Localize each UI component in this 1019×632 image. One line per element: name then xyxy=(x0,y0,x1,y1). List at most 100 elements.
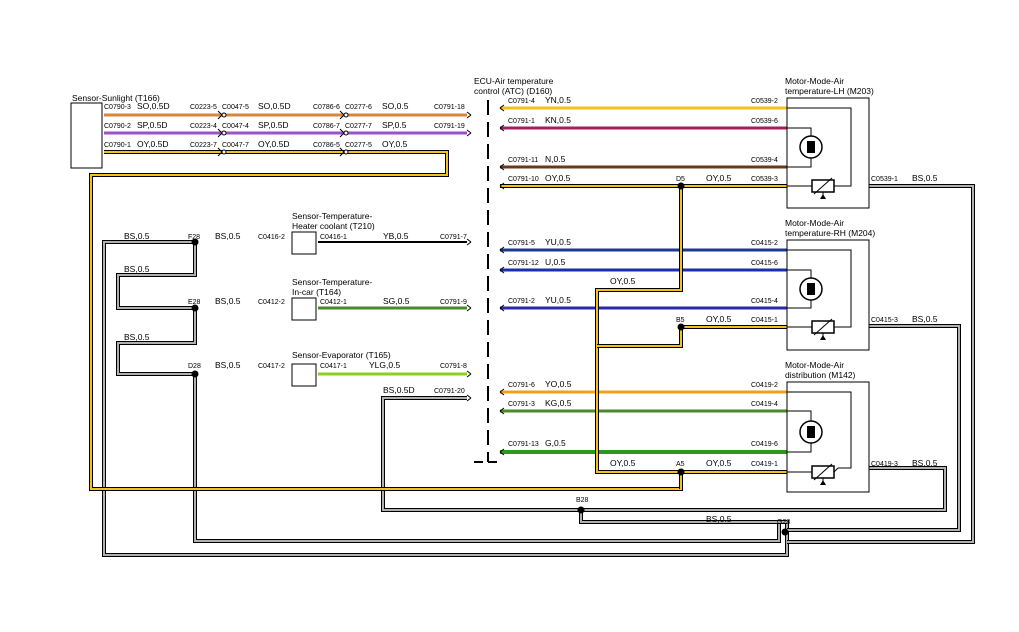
inline-connectors xyxy=(217,110,349,157)
motor-rh-label-2: temperature-RH (M204) xyxy=(785,228,875,238)
connector-label: C0790-2 xyxy=(104,123,131,130)
oy-feedback-network xyxy=(500,184,787,489)
splice-e28 xyxy=(191,304,199,312)
connector-label: C0277-5 xyxy=(345,142,372,149)
connector-label: C0791-19 xyxy=(434,123,465,130)
splice-label: E28 xyxy=(188,299,201,306)
connector-label: C0047-7 xyxy=(222,142,249,149)
connector-label: C0791-12 xyxy=(508,260,539,267)
wire-label: BS,0.5 xyxy=(215,231,241,241)
connector-label: C0786-5 xyxy=(313,142,340,149)
wire-label: SO,0.5 xyxy=(382,101,409,111)
connector-label: C0791-10 xyxy=(508,176,539,183)
motor-lh-label-2: temperature-LH (M203) xyxy=(785,86,874,96)
connector-label: C0223-4 xyxy=(190,123,217,130)
wire-label: BS,0.5 xyxy=(124,231,150,241)
connector-label: C0416-1 xyxy=(320,234,347,241)
wire-label: KN,0.5 xyxy=(545,115,571,125)
motor-distribution: Motor-Mode-Air distribution (M142) xyxy=(785,360,870,493)
wire-label: SO,0.5D xyxy=(137,101,170,111)
connector-label: C0790-1 xyxy=(104,142,131,149)
splice-d28 xyxy=(191,370,199,378)
wire-label: OY,0.5 xyxy=(706,173,732,183)
connector-label: C0791-9 xyxy=(440,299,467,306)
wire-label: BS,0.5D xyxy=(383,385,415,395)
connector-label: C0786-7 xyxy=(313,123,340,130)
wire-label: OY,0.5 xyxy=(610,458,636,468)
splice-label: A5 xyxy=(676,461,685,468)
connector-label: C0416-2 xyxy=(258,234,285,241)
connector-label: C0223-7 xyxy=(190,142,217,149)
wire-label: YB,0.5 xyxy=(383,231,409,241)
connector-label: C0277-7 xyxy=(345,123,372,130)
connector-label: C0539-2 xyxy=(751,98,778,105)
connector-label: C0791-11 xyxy=(508,157,538,164)
connector-label: C0417-1 xyxy=(320,363,347,370)
connector-label: C0419-2 xyxy=(751,382,778,389)
wire-label: SO,0.5D xyxy=(258,101,291,111)
wire-label: G,0.5 xyxy=(545,438,566,448)
motor-wires xyxy=(500,106,787,454)
connector-label: C0223-5 xyxy=(190,104,217,111)
wire-label: BS,0.5 xyxy=(706,514,732,524)
wire-label: BS,0.5 xyxy=(215,296,241,306)
in-car-sensor-box xyxy=(291,297,317,321)
connector-label: C0786-6 xyxy=(313,104,340,111)
splice-g28 xyxy=(781,528,789,536)
ecu-pin-ticks-left xyxy=(466,111,472,402)
wire-label: BS,0.5 xyxy=(124,264,150,274)
ground-wires xyxy=(102,184,975,557)
wire-label: OY,0.5 xyxy=(545,173,571,183)
connector-label: C0791-4 xyxy=(508,98,535,105)
connector-label: C0415-4 xyxy=(751,298,778,305)
wire-label: BS,0.5 xyxy=(124,332,150,342)
connector-label: C0791-2 xyxy=(508,298,535,305)
connector-label: C0419-6 xyxy=(751,441,778,448)
motor-dist-label-2: distribution (M142) xyxy=(785,370,856,380)
motor-rh: Motor-Mode-Air temperature-RH (M204) xyxy=(785,218,875,351)
connector-label: C0791-5 xyxy=(508,240,535,247)
splice-label: B28 xyxy=(576,497,589,504)
connector-label: C0791-6 xyxy=(508,382,535,389)
connector-label: C0539-6 xyxy=(751,118,778,125)
splice-a5 xyxy=(677,468,685,476)
connector-label: C0415-3 xyxy=(871,317,898,324)
connector-label: C0277-6 xyxy=(345,104,372,111)
splice-b28 xyxy=(577,506,585,514)
connector-label: C0419-1 xyxy=(751,461,778,468)
connector-label: C0791-18 xyxy=(434,104,465,111)
wire-label: BS,0.5 xyxy=(912,314,938,324)
wire-oy-sun xyxy=(89,150,683,491)
ecu-atc: ECU-Air temperature control (ATC) (D160) xyxy=(466,76,554,463)
wire-label: BS,0.5 xyxy=(912,173,938,183)
connector-label: C0419-3 xyxy=(871,461,898,468)
connector-label: C0791-3 xyxy=(508,401,535,408)
wire-label: SP,0.5D xyxy=(258,120,289,130)
connector-label: C0419-4 xyxy=(751,401,778,408)
wire-label: SP,0.5 xyxy=(382,120,407,130)
wire-label: YLG,0.5 xyxy=(369,360,400,370)
wire-label: YN,0.5 xyxy=(545,95,571,105)
splice-b5 xyxy=(677,323,685,331)
connector-label: C0417-2 xyxy=(258,363,285,370)
ecu-pin-ticks-right xyxy=(499,104,505,456)
motor-lh-label-1: Motor-Mode-Air xyxy=(785,76,844,86)
connector-label: C0412-1 xyxy=(320,299,347,306)
connector-label: C0791-1 xyxy=(508,118,535,125)
wire-label: BS,0.5 xyxy=(912,458,938,468)
wire-label: OY,0.5 xyxy=(706,458,732,468)
wire-label: U,0.5 xyxy=(545,257,566,267)
in-car-label-2: In-car (T164) xyxy=(292,287,341,297)
connector-label: C0415-6 xyxy=(751,260,778,267)
wire-label: BS,0.5 xyxy=(215,360,241,370)
connector-label: C0791-13 xyxy=(508,441,539,448)
sunlight-sensor-box xyxy=(70,102,103,169)
motor-lh: Motor-Mode-Air temperature-LH (M203) xyxy=(785,76,874,209)
wire-label: OY,0.5 xyxy=(382,139,408,149)
connector-label: C0539-4 xyxy=(751,157,778,164)
connector-label: C0412-2 xyxy=(258,299,285,306)
sunlight-sensor-label: Sensor-Sunlight (T166) xyxy=(72,93,160,103)
heater-coolant-sensor-box xyxy=(291,231,317,255)
wire-label: YO,0.5 xyxy=(545,379,572,389)
wire-label: SP,0.5D xyxy=(137,120,168,130)
